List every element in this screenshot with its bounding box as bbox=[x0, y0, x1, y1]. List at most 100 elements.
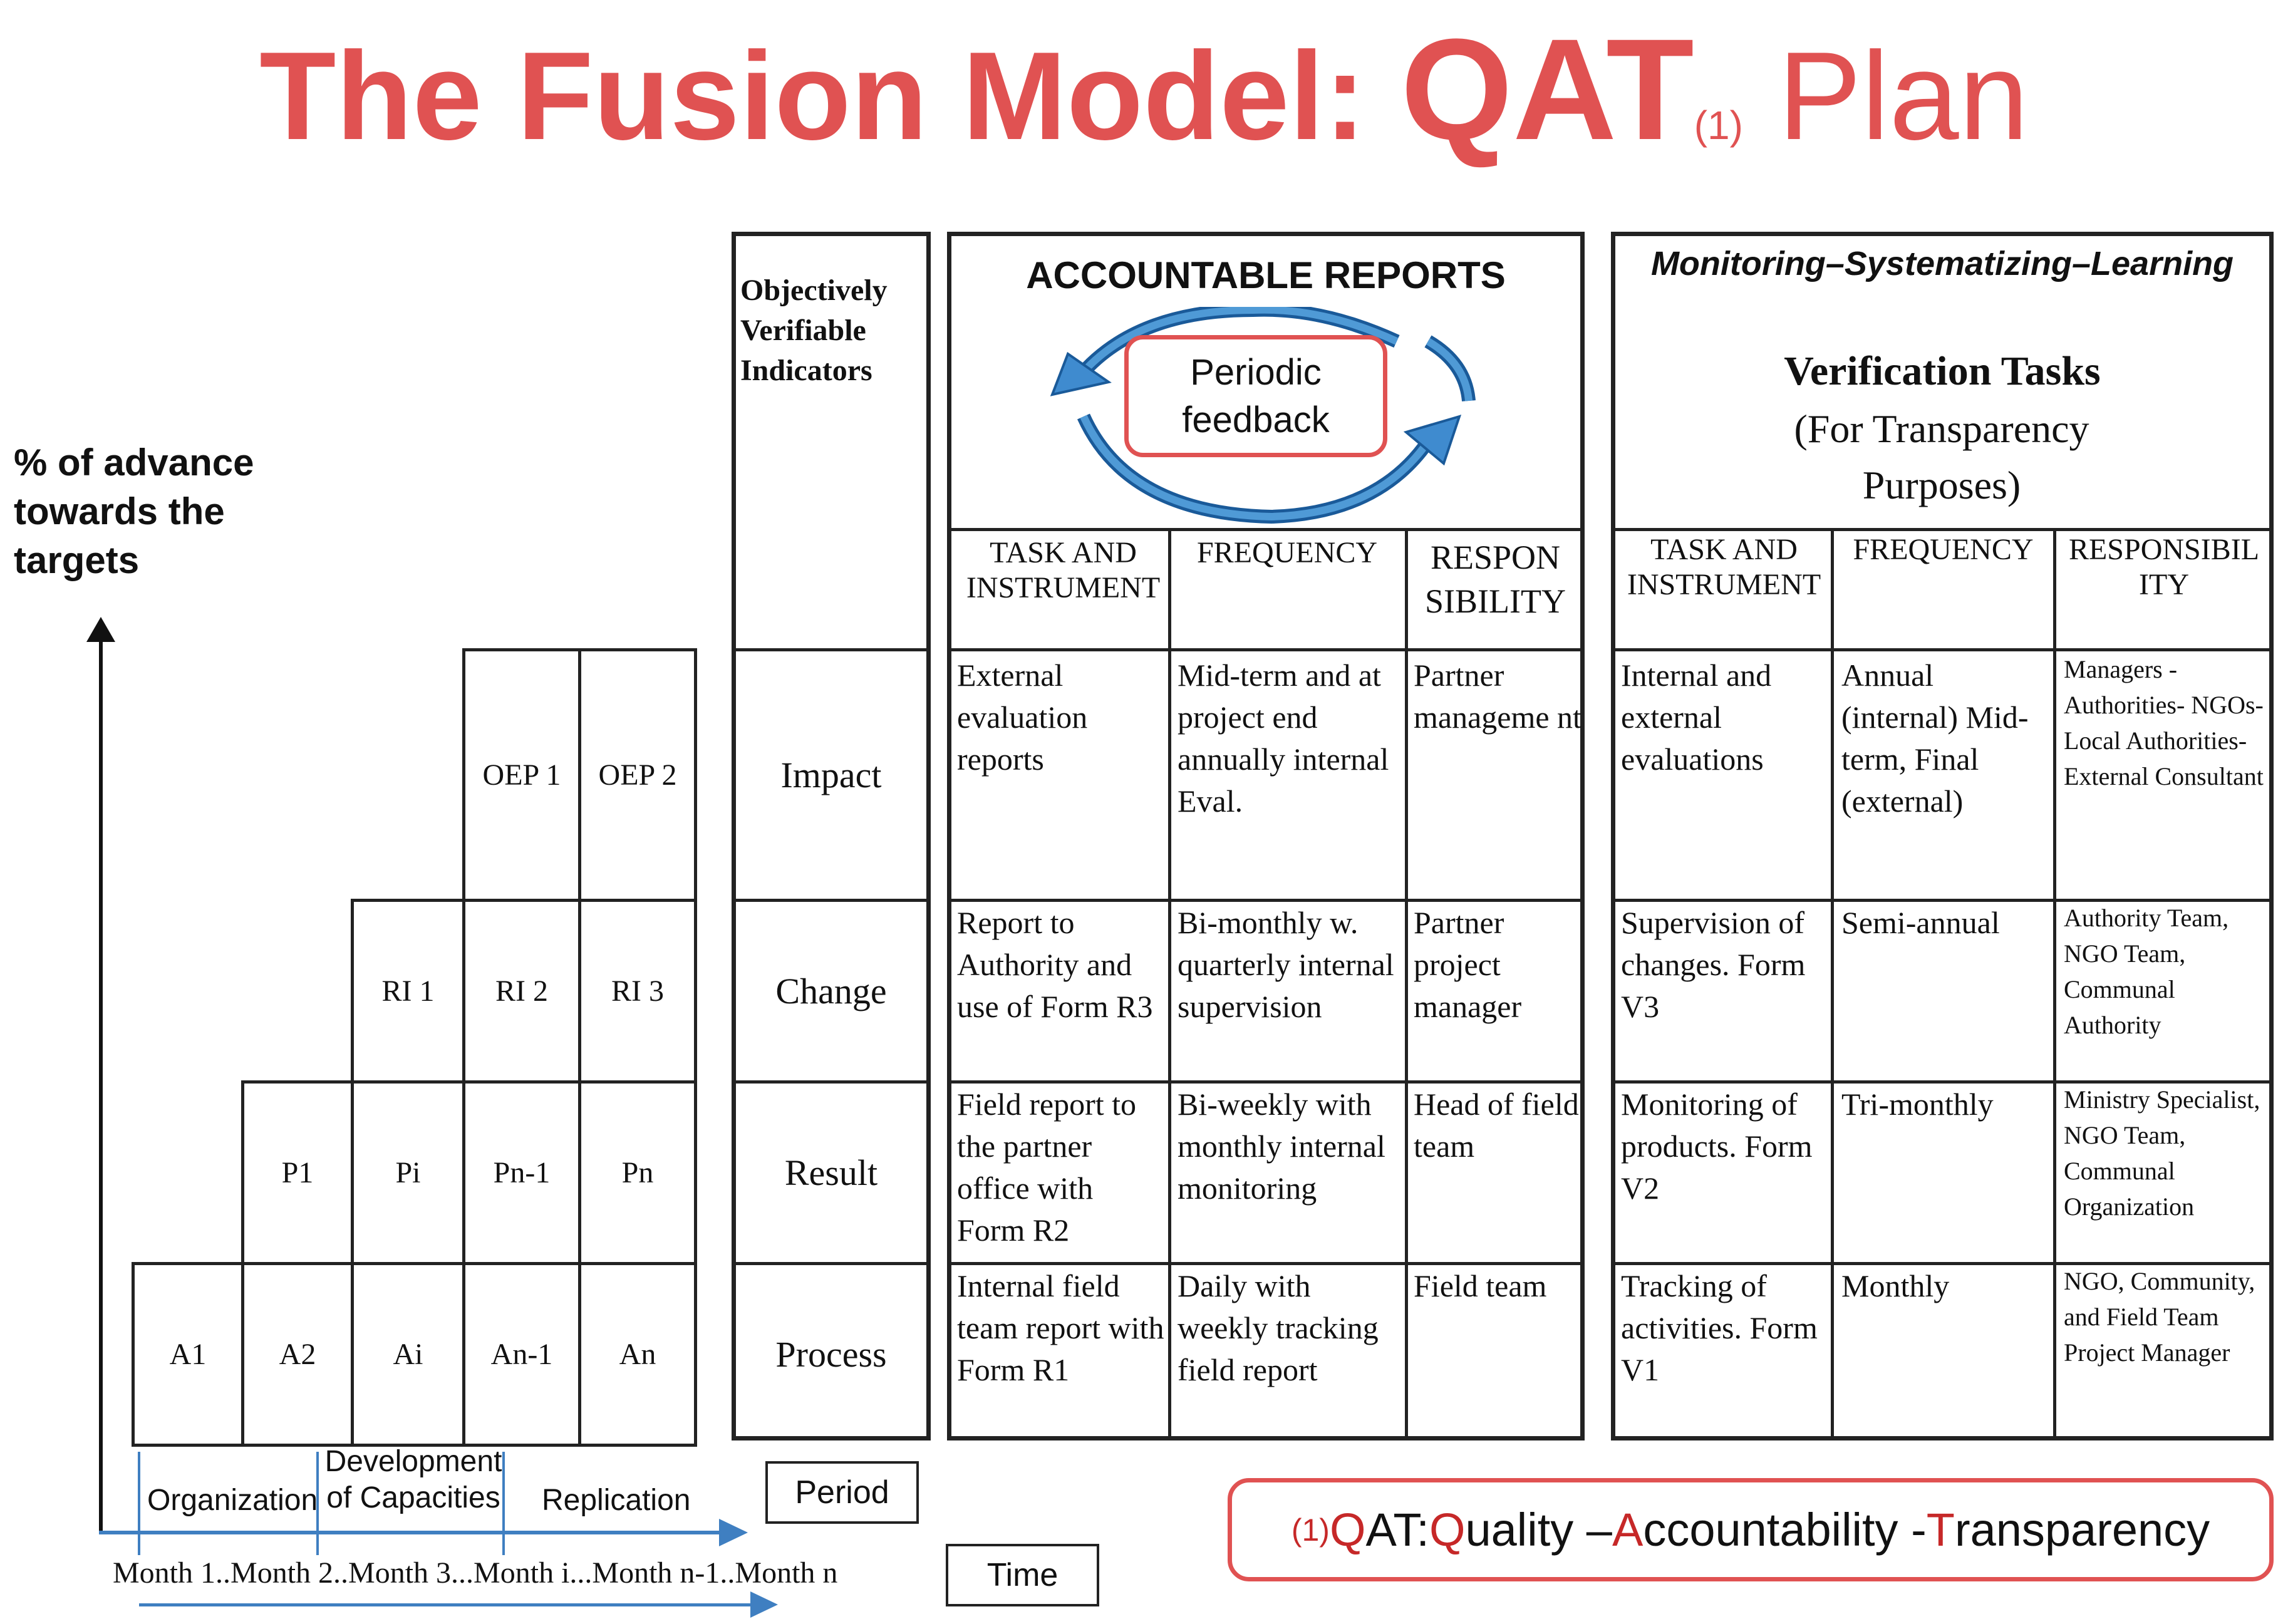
vt-cell: Ministry Specialist, NGO Team, Communal … bbox=[2064, 1085, 2260, 1221]
stair-cell: Ai bbox=[351, 1262, 465, 1447]
title-qat: QAT bbox=[1400, 9, 1694, 170]
phase-development: Development of Capacities bbox=[324, 1445, 502, 1514]
y-axis-label: % of advance towards the targets bbox=[14, 442, 254, 581]
x-axis-line bbox=[99, 1531, 735, 1534]
legend-accountability: ccountability - bbox=[1643, 1504, 1927, 1556]
ar-cell: Field report to the partner office with … bbox=[957, 1087, 1137, 1248]
legend-qat: AT: bbox=[1365, 1504, 1429, 1556]
legend-transparency-initial: T bbox=[1926, 1504, 1955, 1556]
ar-col-frequency: FREQUENCY bbox=[1196, 536, 1378, 569]
vt-cell: Authority Team, NGO Team, Communal Autho… bbox=[2064, 904, 2229, 1039]
ar-cell: Field team bbox=[1414, 1268, 1547, 1303]
divider bbox=[947, 1262, 1585, 1265]
stair-cell: OEP 1 bbox=[462, 648, 581, 902]
period-box: Period bbox=[765, 1461, 919, 1524]
divider bbox=[1405, 528, 1408, 1440]
ovi-row-process: Process bbox=[775, 1334, 887, 1375]
ar-cell: Head of field team bbox=[1414, 1087, 1579, 1164]
vt-cell: NGO, Community, and Field Team Project M… bbox=[2064, 1267, 2255, 1367]
ovi-row-impact: Impact bbox=[780, 755, 882, 795]
divider bbox=[1168, 528, 1171, 1440]
vt-cell: Managers - Authorities- NGOs-Local Autho… bbox=[2064, 655, 2264, 790]
divider bbox=[732, 648, 931, 651]
ovi-column bbox=[732, 232, 931, 1440]
divider bbox=[947, 648, 1585, 651]
stair-cell: Pn-1 bbox=[462, 1080, 581, 1265]
stair-cell: A1 bbox=[132, 1262, 244, 1447]
divider bbox=[947, 528, 1585, 531]
stair-cell: RI 3 bbox=[578, 899, 697, 1084]
ar-cell: Bi-monthly w. quarterly internal supervi… bbox=[1178, 905, 1394, 1024]
ar-cell: Bi-weekly with monthly internal monitori… bbox=[1178, 1087, 1385, 1206]
title-part2: Plan bbox=[1742, 26, 2029, 166]
phase-organization: Organization bbox=[147, 1484, 318, 1517]
divider bbox=[1611, 648, 2274, 651]
stair-cell: OEP 2 bbox=[578, 648, 697, 902]
time-axis-label: Month 1..Month 2..Month 3...Month i...Mo… bbox=[113, 1556, 838, 1590]
time-axis-line bbox=[139, 1603, 765, 1606]
msl-subtitle: Monitoring–Systematizing–Learning bbox=[1650, 245, 2234, 282]
ar-cell: Mid-term and at project end annually int… bbox=[1178, 658, 1389, 819]
ar-cell: Report to Authority and use of Form R3 bbox=[957, 905, 1153, 1024]
title-part1: The Fusion Model: bbox=[259, 26, 1401, 166]
stair-cell: RI 2 bbox=[462, 899, 581, 1084]
vt-cell: Internal and external evaluations bbox=[1621, 658, 1772, 777]
ar-cell: Partner manageme nt bbox=[1414, 658, 1581, 735]
stair-cell: An-1 bbox=[462, 1262, 581, 1447]
legend-transparency: ransparency bbox=[1954, 1504, 2210, 1556]
title-superscript: (1) bbox=[1694, 103, 1743, 148]
divider bbox=[1831, 528, 1834, 1440]
ar-col-responsibility: RESPON SIBILITY bbox=[1425, 539, 1566, 620]
divider bbox=[1611, 1262, 2274, 1265]
ovi-header: Objectively Verifiable Indicators bbox=[740, 274, 888, 387]
vt-cell: Monitoring of products. Form V2 bbox=[1621, 1087, 1813, 1206]
cycle-arrows-icon bbox=[1050, 307, 1476, 524]
phase-tick bbox=[502, 1452, 505, 1555]
phase-tick bbox=[138, 1452, 140, 1555]
ar-cell: External evaluation reports bbox=[957, 658, 1088, 777]
divider bbox=[732, 1262, 931, 1265]
divider bbox=[732, 1080, 931, 1084]
page-title: The Fusion Model: QAT(1) Plan bbox=[0, 6, 2288, 172]
accountable-reports-title: ACCOUNTABLE REPORTS bbox=[1026, 254, 1506, 296]
x-axis-arrowhead-icon bbox=[719, 1519, 748, 1546]
divider bbox=[732, 899, 931, 902]
ovi-row-result: Result bbox=[784, 1152, 878, 1193]
legend-accountability-initial: A bbox=[1612, 1504, 1644, 1556]
stair-cell: RI 1 bbox=[351, 899, 465, 1084]
vt-cell: Semi-annual bbox=[1841, 905, 2000, 940]
vt-cell: Tri-monthly bbox=[1841, 1087, 1994, 1122]
ar-cell: Internal field team report with Form R1 bbox=[957, 1268, 1164, 1387]
stair-cell: Pn bbox=[578, 1080, 697, 1265]
vt-cell: Annual (internal) Mid-term, Final (exter… bbox=[1841, 658, 2029, 819]
stair-cell: An bbox=[578, 1262, 697, 1447]
stair-cell: P1 bbox=[241, 1080, 354, 1265]
time-box: Time bbox=[946, 1544, 1099, 1606]
divider bbox=[947, 1080, 1585, 1084]
periodic-feedback-box: Periodic feedback bbox=[1124, 335, 1387, 457]
vt-cell: Monthly bbox=[1841, 1268, 1950, 1303]
legend-q: Q bbox=[1329, 1504, 1366, 1556]
ar-cell: Partner project manager bbox=[1414, 905, 1522, 1024]
verification-tasks-subtitle: (For Transparency Purposes) bbox=[1794, 406, 2089, 507]
accountable-reports-table bbox=[947, 232, 1585, 1440]
vt-col-frequency: FREQUENCY bbox=[1853, 533, 2034, 566]
y-axis-arrowhead-icon bbox=[86, 617, 115, 642]
ar-cell: Daily with weekly tracking field report bbox=[1178, 1268, 1379, 1387]
divider bbox=[2053, 528, 2056, 1440]
vt-col-task: TASK AND INSTRUMENT bbox=[1627, 533, 1821, 601]
ar-col-task: TASK AND INSTRUMENT bbox=[966, 536, 1161, 604]
y-axis-line bbox=[99, 629, 103, 1534]
vt-cell: Tracking of activities. Form V1 bbox=[1621, 1268, 1818, 1387]
time-axis-arrowhead-icon bbox=[750, 1591, 778, 1618]
legend-prefix: (1) bbox=[1291, 1512, 1330, 1548]
divider bbox=[947, 899, 1585, 902]
divider bbox=[1611, 899, 2274, 902]
vt-cell: Supervision of changes. Form V3 bbox=[1621, 905, 1806, 1024]
verification-tasks-table bbox=[1611, 232, 2274, 1440]
legend-quality: uality – bbox=[1465, 1504, 1612, 1556]
stair-cell: A2 bbox=[241, 1262, 354, 1447]
phase-replication: Replication bbox=[542, 1484, 691, 1517]
legend-quality-initial: Q bbox=[1429, 1504, 1466, 1556]
